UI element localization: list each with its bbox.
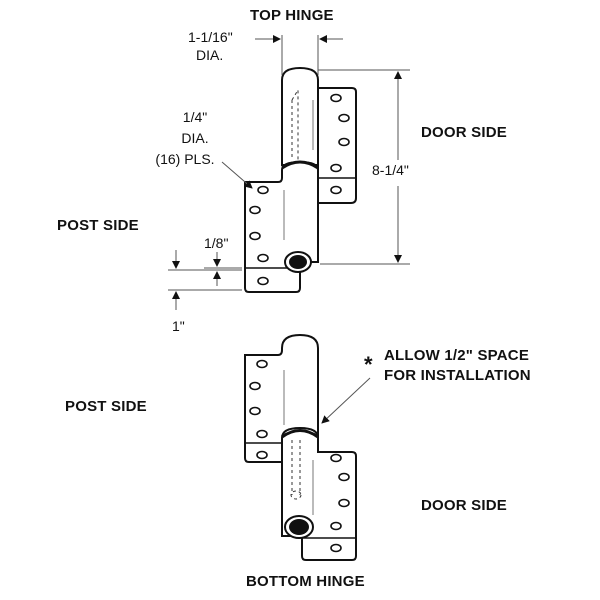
top-post-leaf: [244, 160, 319, 293]
hole-size-line3: (16) PLS.: [155, 151, 215, 167]
bottom-post-side-label: POST SIDE: [65, 398, 147, 415]
installation-note-line1: ALLOW 1/2" SPACE: [384, 347, 530, 364]
note-asterisk: *: [364, 352, 373, 377]
bottom-hidden-pin-end: [290, 490, 302, 500]
bottom-pin-hole: [289, 519, 309, 535]
bottom-knuckle-joint: [281, 429, 319, 439]
hole-size-line2: DIA.: [181, 130, 209, 146]
bottom-hinge: [244, 333, 357, 561]
installation-note-leader: [321, 377, 371, 424]
gap-dimension-label: 1/8": [204, 235, 229, 251]
offset-dimension-label: 1": [172, 318, 185, 334]
bottom-door-side-label: DOOR SIDE: [421, 497, 507, 514]
top-post-side-label: POST SIDE: [57, 217, 139, 234]
pin-diameter-suffix: DIA.: [196, 47, 224, 63]
hole-size-leader: [221, 161, 253, 189]
top-upper-knuckle: [281, 66, 319, 166]
bottom-door-leaf: [281, 426, 357, 561]
pin-diameter-dimension: [255, 35, 343, 75]
top-screw-holes: [249, 93, 350, 286]
top-pin-hole: [289, 255, 307, 269]
height-dimension-label: 8-1/4": [372, 162, 409, 179]
height-dimension: [318, 69, 410, 265]
top-hidden-pin: [291, 88, 299, 160]
installation-note-line2: FOR INSTALLATION: [384, 367, 531, 384]
hole-size-line1: 1/4": [182, 109, 208, 125]
top-door-leaf: [317, 87, 357, 204]
top-hinge: [244, 66, 357, 293]
pin-diameter-label: 1-1/16": [188, 29, 233, 45]
offset-dimensions: [168, 250, 242, 310]
top-hinge-title: TOP HINGE: [250, 7, 334, 24]
top-door-side-label: DOOR SIDE: [421, 124, 507, 141]
top-knuckle-joint: [281, 160, 319, 170]
bottom-screw-holes: [249, 359, 350, 553]
bottom-hinge-title: BOTTOM HINGE: [246, 573, 365, 590]
